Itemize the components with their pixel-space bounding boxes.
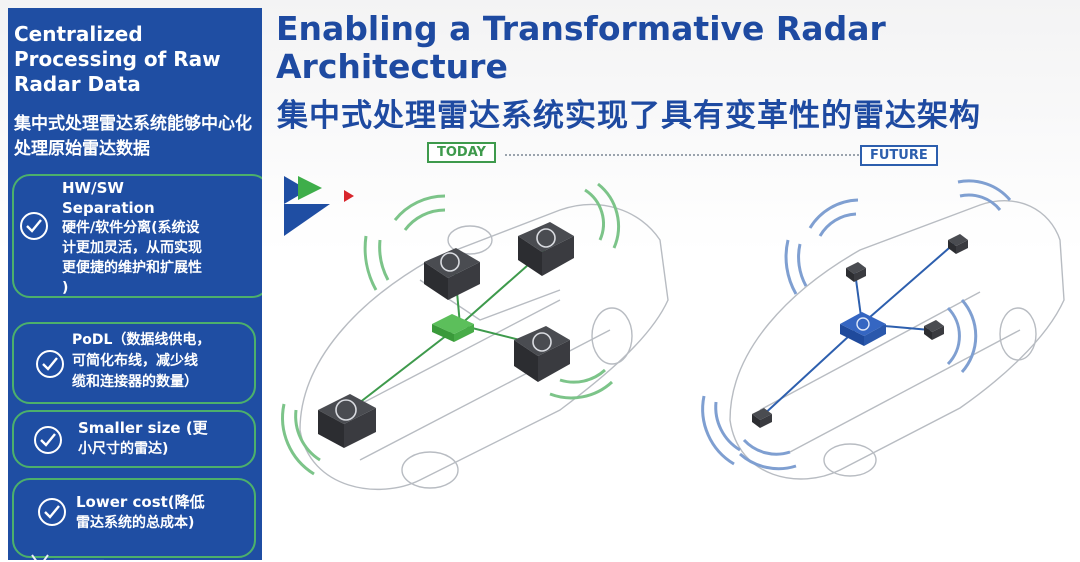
page-title: Enabling a Transformative Radar Architec… [276,9,886,86]
radar-unit-front-left-icon [424,248,480,300]
central-processor-green-icon [432,314,474,342]
feature-text-cost: Lower cost(降低 雷达系统的总成本) [76,492,256,534]
feature-item-hw-sw: HW/SW Separation 硬件/软件分离(系统设 计更加灵活，从而实现 … [12,174,262,298]
radar-sensor-front-right-icon [948,234,968,254]
check-circle-icon [38,498,66,526]
feature-line: 硬件/软件分离(系统设 [62,220,200,236]
check-circle-icon [36,350,64,378]
radar-unit-rear-right-icon [514,326,570,382]
feature-line: HW/SW [62,179,124,197]
feature-text-hw-sw: HW/SW Separation 硬件/软件分离(系统设 计更加灵活，从而实现 … [62,178,262,298]
check-circle-icon [20,212,48,240]
feature-line: Smaller size (更 [78,419,208,437]
feature-line: 小尺寸的雷达) [78,441,169,457]
sidebar-title: Centralized Processing of Raw Radar Data [14,22,221,96]
brand-triangles-icon [284,176,354,236]
check-circle-icon [34,426,62,454]
sidebar: Centralized Processing of Raw Radar Data… [8,8,262,560]
today-label: TODAY [427,142,496,163]
feature-line: 可简化布线，减少线 [72,353,198,369]
radar-unit-rear-left-icon [318,394,376,448]
feature-line: PoDL（数据线供电， [72,332,211,348]
feature-line: Separation [62,199,155,217]
feature-text-podl: PoDL（数据线供电， 可简化布线，减少线 缆和连接器的数量） [72,330,256,393]
feature-line: 雷达系统的总成本) [76,515,195,531]
today-radar-wiring [349,249,546,411]
feature-line: 计更加灵活，从而实现 [62,240,202,256]
today-radar-units [318,222,574,448]
future-label: FUTURE [860,145,938,166]
feature-item-cost: Lower cost(降低 雷达系统的总成本) [12,478,256,558]
today-radar-waves [281,182,621,476]
future-radar-units [752,234,968,428]
radar-sensor-rear-left-icon [752,408,772,428]
future-car-icon [729,200,1065,480]
feature-line: 缆和连接器的数量） [72,374,198,390]
feature-line: 更便捷的维护和扩展性 [62,260,202,276]
future-radar-waves [701,179,1012,471]
timeline-connector [505,154,859,156]
today-car-icon [299,203,669,491]
feature-line: ) [62,280,69,296]
central-processor-blue-icon [840,312,886,346]
feature-item-size: Smaller size (更 小尺寸的雷达) [12,410,256,468]
feature-line: Lower cost(降低 [76,493,205,511]
radar-unit-front-right-icon [518,222,574,276]
page-title-cn: 集中式处理雷达系统实现了具有变革性的雷达架构 [277,98,981,134]
radar-sensor-front-left-icon [846,262,866,282]
sidebar-subtitle: 集中式处理雷达系统能够中心化处理原始雷达数据 [14,114,252,159]
feature-text-size: Smaller size (更 小尺寸的雷达) [78,418,256,460]
future-radar-wiring [759,241,957,419]
company-logo [31,554,104,560]
radar-sensor-rear-right-icon [924,320,944,340]
feature-item-podl: PoDL（数据线供电， 可简化布线，减少线 缆和连接器的数量） [12,322,256,404]
